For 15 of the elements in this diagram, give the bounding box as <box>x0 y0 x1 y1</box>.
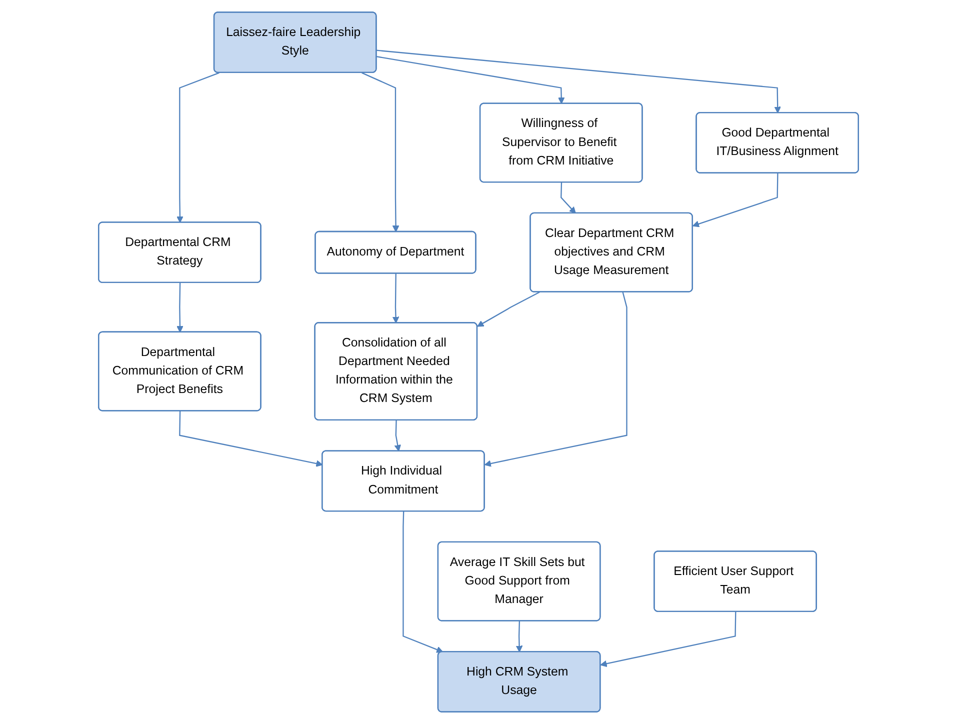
arrow <box>516 621 523 652</box>
arrow <box>394 420 401 452</box>
arrow <box>392 274 400 324</box>
arrow <box>376 56 565 104</box>
arrow <box>600 612 736 668</box>
arrow <box>176 282 184 333</box>
arrow <box>176 72 220 223</box>
arrow <box>560 182 576 214</box>
arrow <box>402 511 444 653</box>
arrow <box>362 72 400 232</box>
arrow <box>484 292 628 467</box>
arrow <box>376 50 782 114</box>
arrow <box>179 411 323 467</box>
arrow <box>477 292 540 327</box>
arrow <box>692 173 778 228</box>
